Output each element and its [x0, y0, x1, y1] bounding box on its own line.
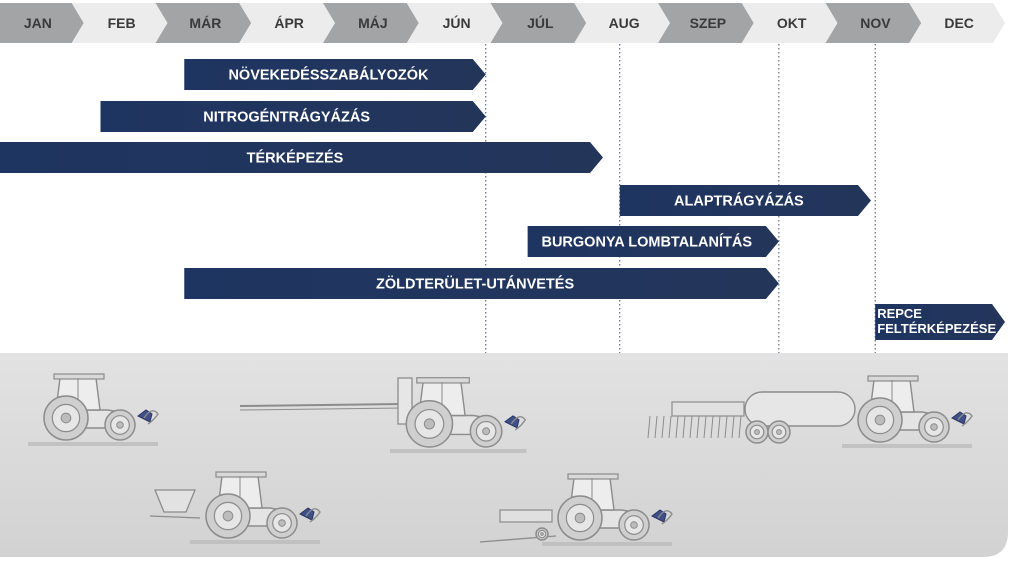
task-bar-label: BURGONYA LOMBTALANÍTÁS	[541, 234, 752, 251]
task-bar-5: ZÖLDTERÜLET-UTÁNVETÉS	[184, 268, 779, 299]
month-arrow	[155, 3, 252, 43]
month-5: JÚN	[406, 3, 503, 43]
month-arrow	[658, 3, 754, 43]
month-11: DEC	[909, 3, 1005, 43]
tractor-boom-sprayer-icon	[239, 377, 527, 453]
machinery-panel	[0, 353, 1008, 557]
task-bar-1: NITROGÉNTRÁGYÁZÁS	[100, 101, 486, 132]
month-4: MÁJ	[323, 3, 419, 43]
month-arrow	[490, 3, 587, 43]
task-bar-label: ALAPTRÁGYÁZÁS	[674, 193, 804, 210]
month-arrow	[71, 3, 168, 43]
task-bar-0: NÖVEKEDÉSSZABÁLYOZÓK	[184, 59, 486, 90]
month-arrow	[239, 3, 335, 43]
month-8: SZEP	[658, 3, 754, 43]
task-bar-label: ZÖLDTERÜLET-UTÁNVETÉS	[376, 276, 574, 293]
tractor-fertilizer-spreader-icon	[149, 471, 321, 544]
month-label: JÚN	[443, 14, 471, 31]
month-2: MÁR	[155, 3, 252, 43]
month-label: JAN	[24, 15, 52, 31]
task-bar-shape	[184, 59, 486, 90]
month-label: AUG	[609, 15, 640, 31]
task-bar-label: NITROGÉNTRÁGYÁZÁS	[203, 109, 370, 126]
month-label: MÁR	[189, 15, 221, 31]
tractor-mounted-implement-icon	[28, 373, 159, 446]
machinery-illustrations	[28, 373, 973, 546]
task-bar-shape	[619, 185, 871, 216]
month-marker-lines	[485, 44, 876, 353]
tractor-seed-drill-icon	[479, 473, 673, 546]
month-label: NOV	[860, 15, 891, 31]
task-bar-2: TÉRKÉPEZÉS	[0, 142, 603, 173]
month-arrow	[574, 3, 670, 43]
month-7: AUG	[574, 3, 670, 43]
task-bars: NÖVEKEDÉSSZABÁLYOZÓK NITROGÉNTRÁGYÁZÁS TÉR…	[0, 59, 1005, 340]
task-bar-3: ALAPTRÁGYÁZÁS	[619, 185, 871, 216]
month-label: ÁPR	[274, 15, 304, 31]
month-6: JÚL	[490, 3, 587, 43]
task-bar-label: TÉRKÉPEZÉS	[247, 150, 344, 167]
task-bar-shape	[184, 268, 779, 299]
month-arrow	[0, 3, 84, 43]
month-arrow	[909, 3, 1005, 43]
task-bar-shape	[875, 304, 1005, 340]
task-bar-label: NÖVEKEDÉSSZABÁLYOZÓK	[228, 66, 429, 84]
task-bar-shape	[527, 226, 779, 257]
month-arrow	[741, 3, 838, 43]
month-label: MÁJ	[358, 15, 388, 31]
month-label: SZEP	[690, 15, 727, 31]
month-arrow	[323, 3, 419, 43]
month-10: NOV	[825, 3, 922, 43]
task-bar-4: BURGONYA LOMBTALANÍTÁS	[527, 226, 779, 257]
month-0: JAN	[0, 3, 84, 43]
tractor-slurry-tanker-icon	[647, 375, 973, 448]
month-label: FEB	[108, 15, 136, 31]
month-label: OKT	[777, 15, 807, 31]
month-label: DEC	[944, 15, 974, 31]
month-9: OKT	[741, 3, 838, 43]
month-arrow	[406, 3, 503, 43]
month-arrow	[825, 3, 922, 43]
month-label: JÚL	[527, 14, 554, 31]
month-header: JAN FEB MÁR ÁPR MÁJ JÚN JÚL AUG SZEP OKT NOV DEC	[0, 3, 1005, 43]
task-bar-shape	[100, 101, 486, 132]
task-bar-shape	[0, 142, 603, 173]
month-3: ÁPR	[239, 3, 335, 43]
month-1: FEB	[71, 3, 168, 43]
